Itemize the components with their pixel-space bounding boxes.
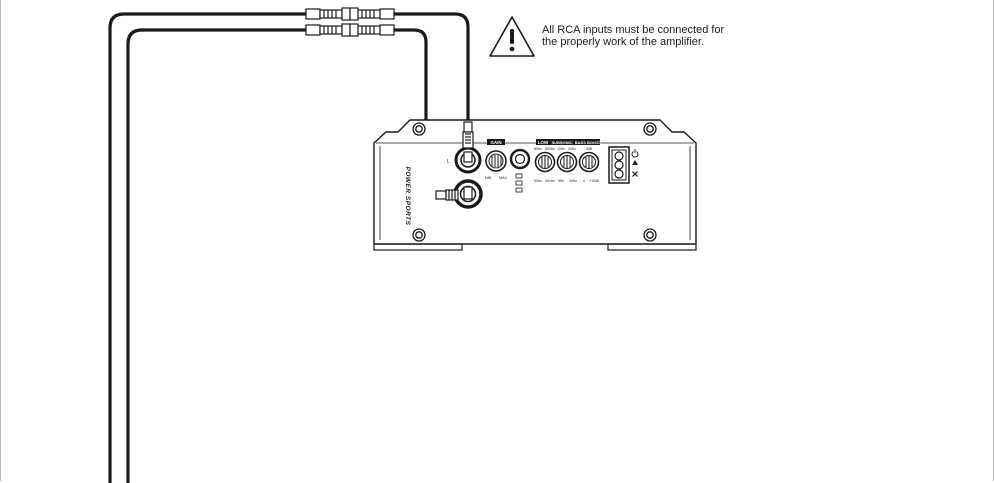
- warning-message: All RCA inputs must be connected for the…: [542, 24, 822, 48]
- knob-bottom-label-6: 40Hz: [569, 179, 577, 183]
- knob-top-label-4: 20Hz: [568, 147, 576, 151]
- input-label: L: [447, 159, 450, 165]
- knob-bottom-label-5: 5Hz: [558, 179, 564, 183]
- knob-top-label-3: 10Hz: [557, 147, 565, 151]
- amplifier: POWER SPORTS L: [373, 119, 697, 251]
- subsonic-knob: [556, 151, 578, 173]
- rca-cable-outer: [108, 12, 470, 483]
- ground-icon: [632, 160, 638, 165]
- gain-knob: [485, 150, 507, 172]
- knob-bottom-label-3: 50Hz: [534, 179, 542, 183]
- knob-label-max: MAX: [499, 176, 507, 180]
- lowpass-knob: [534, 151, 556, 173]
- rca-input-left: [454, 146, 482, 174]
- power-terminal: [608, 146, 630, 184]
- knob-bottom-label-4: 500Hz: [545, 179, 555, 183]
- warning-line-1: All RCA inputs must be connected for: [542, 24, 725, 36]
- brand-label: POWER SPORTS: [404, 167, 411, 226]
- rca-plug-top: [462, 121, 474, 149]
- section-label-subsonic: SUBSONIC: [551, 140, 572, 145]
- knob-top-label-2: 500Hz: [545, 147, 555, 151]
- knob-top-label-1: 80Hz: [534, 147, 542, 151]
- remote-icon: [632, 171, 638, 177]
- power-icon: [631, 149, 639, 158]
- mode-icons: [515, 173, 523, 193]
- section-label-low: LOW: [538, 140, 549, 145]
- section-label-bass-boost: BASS BOOST: [575, 140, 602, 145]
- rca-input-right: [453, 179, 483, 209]
- knob-label-min: MIN: [485, 176, 492, 180]
- rca-connector-pair-bottom: [305, 23, 395, 37]
- gain-label: GAIN: [490, 140, 501, 145]
- mode-knob: [509, 148, 531, 170]
- warning-triangle-icon: [489, 16, 535, 57]
- knob-bottom-label-8: +12dB: [589, 179, 599, 183]
- rca-cable-inner: [126, 28, 452, 483]
- knob-top-label-5: 0dB: [586, 147, 593, 151]
- bass-boost-knob: [578, 151, 600, 173]
- rca-plug-side: [435, 189, 459, 201]
- knob-bottom-label-7: 0: [583, 179, 585, 183]
- rca-connector-pair-top: [305, 7, 395, 21]
- warning-line-2: the properly work of the amplifier.: [542, 36, 705, 48]
